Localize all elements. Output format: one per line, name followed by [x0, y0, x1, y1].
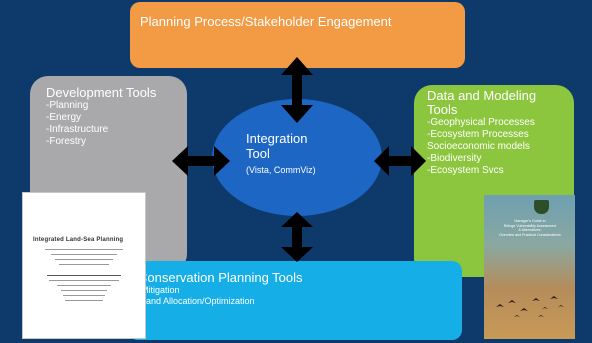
arrow-bottom-vertical: [281, 212, 313, 262]
doc-left-text-line: [45, 249, 123, 250]
integration-title-line2: Tool: [246, 146, 270, 161]
arrow-top-vertical: [281, 57, 313, 123]
doc-left-text-line: [49, 280, 119, 281]
conservation-planning-box: Conservation Planning Tools -Mitigation …: [128, 261, 462, 340]
conservation-item-land-allocation: -Land Allocation/Optimization: [138, 296, 255, 306]
cover-title-line: Manager's Guide to: [514, 219, 546, 223]
arrow-right-horizontal: [374, 146, 426, 176]
development-item-infrastructure: -Infrastructure: [46, 124, 109, 135]
cover-title: Manager's Guide to Refuge Vulnerability …: [492, 219, 568, 237]
conservation-title: Conservation Planning Tools: [138, 270, 303, 285]
doc-left-text-line: [63, 295, 105, 296]
data-item-biodiversity: -Biodiversity: [427, 153, 482, 164]
conservation-item-mitigation: -Mitigation: [138, 285, 180, 295]
integration-subtitle: (Vista, CommViz): [246, 165, 316, 175]
planning-process-title: Planning Process/Stakeholder Engagement: [140, 14, 392, 29]
agency-emblem-icon: [534, 200, 549, 214]
development-item-forestry: -Forestry: [46, 136, 86, 147]
flying-birds-icon: [496, 296, 564, 317]
development-item-planning: -Planning: [46, 100, 89, 111]
cover-title-line: Refuge Vulnerability Assessment: [503, 223, 557, 228]
doc-left-text-line: [51, 254, 117, 255]
cover-title-line: Overview and Practical Considerations: [499, 232, 561, 237]
development-tools-title: Development Tools: [46, 85, 157, 100]
managers-guide-cover-thumbnail: Manager's Guide to Refuge Vulnerability …: [484, 195, 575, 339]
arrow-left-horizontal: [172, 146, 230, 176]
planning-process-box: Planning Process/Stakeholder Engagement: [130, 2, 465, 68]
integration-tool-ellipse: Integration Tool (Vista, CommViz): [212, 99, 382, 216]
integration-title-line1: Integration: [246, 131, 308, 146]
cover-title-line: & Alternatives:: [518, 228, 542, 232]
data-modeling-title: Data and Modeling Tools: [427, 88, 537, 117]
doc-left-text-line: [55, 259, 113, 260]
development-item-energy: -Energy: [46, 112, 82, 123]
doc-left-text-line: [47, 275, 121, 276]
doc-left-text-line: [65, 300, 103, 301]
integration-title: Integration Tool: [246, 131, 307, 161]
doc-left-text-line: [59, 264, 109, 265]
data-item-ecosystem-processes: -Ecosystem Processes: [427, 129, 529, 140]
data-item-geophysical: -Geophysical Processes: [427, 117, 535, 128]
doc-left-text-line: [61, 290, 107, 291]
data-item-socioeconomic: Socioeconomic models: [427, 141, 530, 152]
land-sea-planning-document-thumbnail: Integrated Land-Sea Planning: [22, 192, 146, 339]
data-item-ecosystem-svcs: -Ecosystem Svcs: [427, 165, 504, 176]
doc-left-title: Integrated Land-Sea Planning: [33, 237, 124, 243]
doc-left-text-line: [57, 285, 111, 286]
